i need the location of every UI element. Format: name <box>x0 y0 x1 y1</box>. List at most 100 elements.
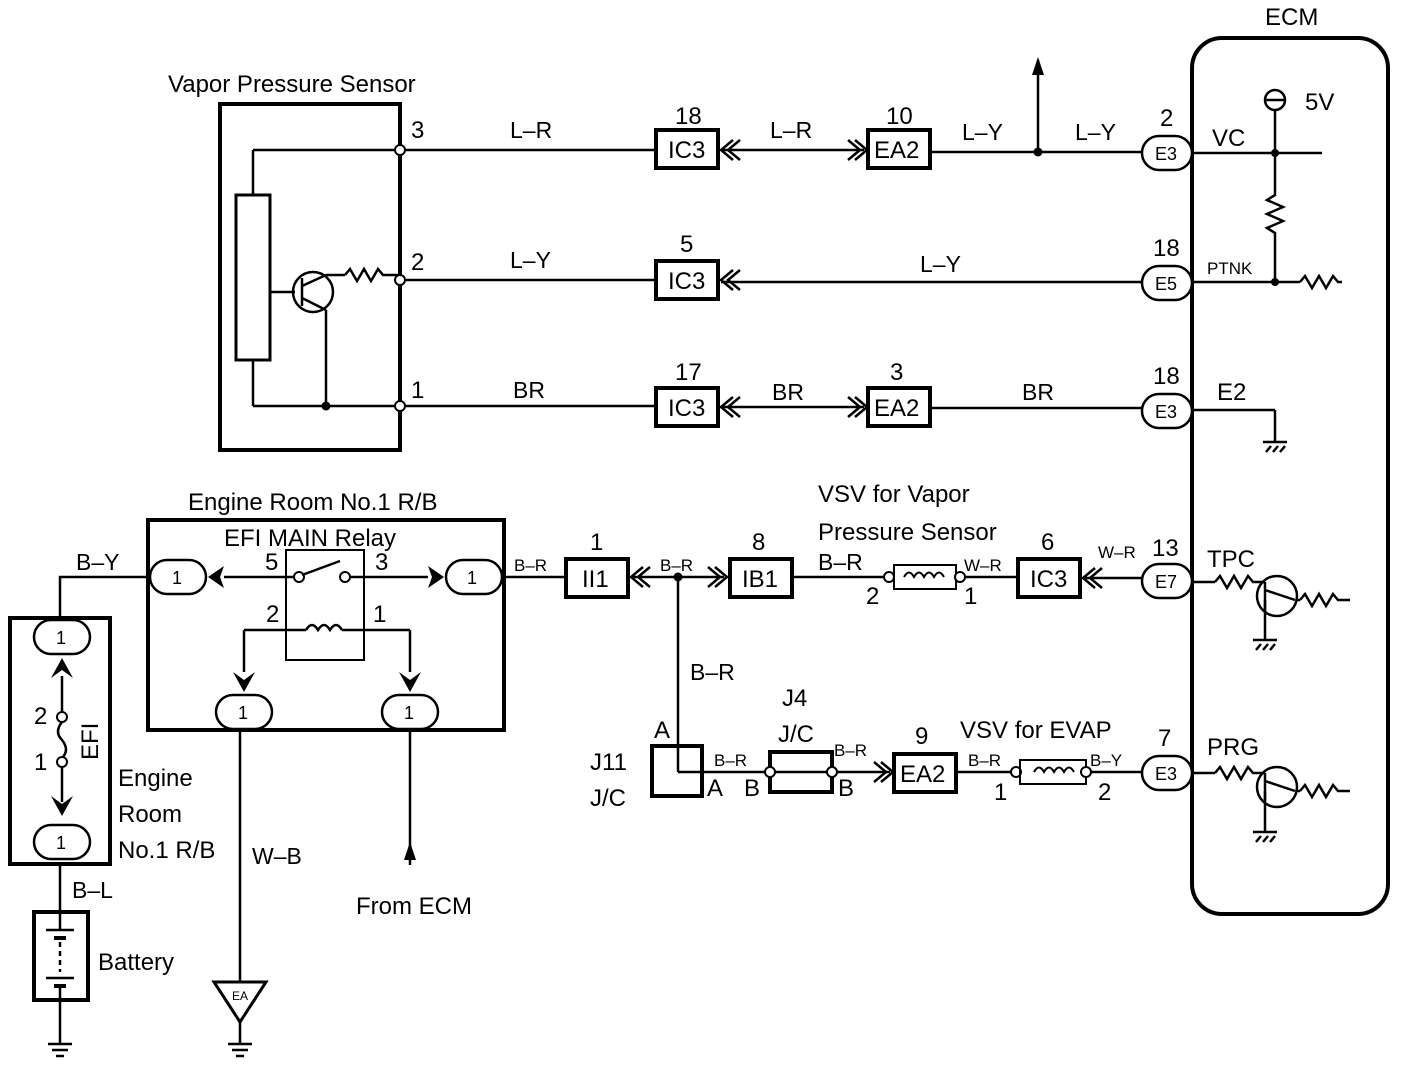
pin-number: 8 <box>752 529 765 556</box>
efi-fuse-block: 1 2 1 EFI 1 Engine Room No.1 R/B <box>8 616 215 866</box>
wire-label: B–R <box>514 556 547 575</box>
vapor-sensor-label: Vapor Pressure Sensor <box>168 71 416 98</box>
relay-pin-1: 1 <box>373 601 386 628</box>
engine-room-relay-block: Engine Room No.1 R/B EFI MAIN Relay 1 1 … <box>146 489 506 1058</box>
pin-number: 9 <box>915 723 928 750</box>
pin-number: 18 <box>1153 363 1180 390</box>
vsv-vapor-label-1: VSV for Vapor <box>818 481 970 508</box>
ecm-ptnk-label: PTNK <box>1207 259 1253 278</box>
pin-number: 5 <box>680 231 693 258</box>
connector-ic3 <box>654 386 720 428</box>
rb-label: No.1 R/B <box>118 837 215 864</box>
efi-fuse-label: EFI <box>77 723 104 760</box>
connector-1-label: 1 <box>404 703 414 723</box>
connector-ea2 <box>892 752 958 794</box>
wire-b-y: B–Y <box>58 549 150 620</box>
pin-number: 10 <box>886 103 913 130</box>
wire-row-e2: BR 17 IC3 BR 3 EA2 BR 18 E3 <box>405 359 1194 430</box>
connector-ic3 <box>654 259 720 301</box>
wire-label: B–R <box>968 751 1001 770</box>
ecm-5v-label: 5V <box>1305 89 1334 116</box>
from-ecm-label: From ECM <box>356 893 472 920</box>
connector-1 <box>32 823 92 861</box>
connector-1-label: 1 <box>56 628 66 648</box>
wire-row-vc: L–R 18 IC3 L–R 10 EA2 L–Y L–Y 2 E3 <box>405 57 1194 172</box>
j11-pin-a2: A <box>707 775 723 802</box>
wire-label: B–Y <box>1090 751 1122 770</box>
pin-number: 1 <box>590 529 603 556</box>
sensor-pin-3: 3 <box>411 117 424 144</box>
room-label: Room <box>118 801 182 828</box>
wire-label: B–R <box>834 741 867 760</box>
ecm-e2-label: E2 <box>1217 379 1246 406</box>
connector-e3-label: E3 <box>1155 764 1177 784</box>
wire-label: BR <box>772 379 804 405</box>
connector-ea2-label: EA2 <box>900 761 945 788</box>
battery-label: Battery <box>98 949 174 976</box>
pin-number: 6 <box>1041 529 1054 556</box>
ea-ground-label: EA <box>232 989 248 1003</box>
connector-ea2 <box>866 128 932 170</box>
pin-number: 2 <box>1160 105 1173 132</box>
wire-row-ptnk: L–Y 5 IC3 L–Y 18 E5 <box>405 231 1194 302</box>
wire-label: B–R <box>818 549 863 575</box>
connector-1 <box>32 618 92 656</box>
pin-number: 18 <box>675 103 702 130</box>
battery: B–L Battery <box>32 864 174 1058</box>
wire-label: L–Y <box>1075 119 1116 145</box>
sensor-pin-1: 1 <box>411 377 424 404</box>
j4-jc-label: J/C <box>778 721 814 748</box>
wire-label: B–L <box>72 877 113 903</box>
connector-1-label: 1 <box>172 568 182 588</box>
wire-label: W–B <box>252 843 302 869</box>
vsv-evap-pin-1: 1 <box>994 779 1007 806</box>
ecm-prg-label: PRG <box>1207 734 1259 761</box>
ecm-tpc-label: TPC <box>1207 546 1255 573</box>
ecm-block: ECM 5V VC PTNK E2 TPC <box>1190 4 1390 916</box>
wire-label: B–R <box>660 556 693 575</box>
connector-1 <box>214 693 274 731</box>
wire-label: B–Y <box>76 549 119 575</box>
connector-ii1 <box>564 557 630 599</box>
connector-e3-label: E3 <box>1155 144 1177 164</box>
connector-e3-label: E3 <box>1155 402 1177 422</box>
ecm-label: ECM <box>1265 4 1318 31</box>
pin-number: 18 <box>1153 235 1180 262</box>
engine-room-rb-label: Engine Room No.1 R/B <box>188 489 437 516</box>
j4-pin-b2: B <box>838 775 854 802</box>
vapor-pressure-sensor: Vapor Pressure Sensor 3 2 1 <box>168 71 424 452</box>
wire-label: BR <box>513 377 545 403</box>
ecm-vc-label: VC <box>1212 125 1245 152</box>
connector-e5 <box>1140 264 1194 302</box>
connector-1-label: 1 <box>238 703 248 723</box>
wire-row-prg: B–R A J11 J/C A B–R J4 J/C B B B–R 9 EA2… <box>590 577 1194 812</box>
connector-ic3-label: IC3 <box>1030 566 1067 593</box>
engine-label: Engine <box>118 765 193 792</box>
j4-pin-b1: B <box>744 775 760 802</box>
vsv-pin-2: 2 <box>866 583 879 610</box>
connector-e3 <box>1140 754 1194 792</box>
pin-number: 17 <box>675 359 702 386</box>
connector-ic3 <box>654 128 720 170</box>
j11-pin-a: A <box>654 717 670 744</box>
efi-relay-label: EFI MAIN Relay <box>224 525 396 552</box>
vsv-evap-pin-2: 2 <box>1098 779 1111 806</box>
connector-e5-label: E5 <box>1155 274 1177 294</box>
connector-ea2 <box>866 386 932 428</box>
connector-ib1-label: IB1 <box>742 566 778 593</box>
vsv-pin-1: 1 <box>964 583 977 610</box>
pin-number: 3 <box>890 359 903 386</box>
wire-label: L–R <box>510 117 552 143</box>
connector-ic3-label: IC3 <box>668 268 705 295</box>
vsv-evap-label: VSV for EVAP <box>960 717 1112 744</box>
vsv-vapor-label-2: Pressure Sensor <box>818 519 997 546</box>
connector-e7-label: E7 <box>1155 572 1177 592</box>
wire-row-tpc: B–R 1 II1 B–R 8 IB1 B–R VSV for Vapor Pr… <box>502 481 1194 610</box>
pin-number: 13 <box>1152 535 1179 562</box>
connector-1-label: 1 <box>56 833 66 853</box>
wire-label: W–R <box>964 556 1002 575</box>
connector-e3 <box>1140 134 1194 172</box>
j11-jc-label: J/C <box>590 785 626 812</box>
j11-label: J11 <box>590 749 627 776</box>
pin-number: 7 <box>1158 725 1171 752</box>
